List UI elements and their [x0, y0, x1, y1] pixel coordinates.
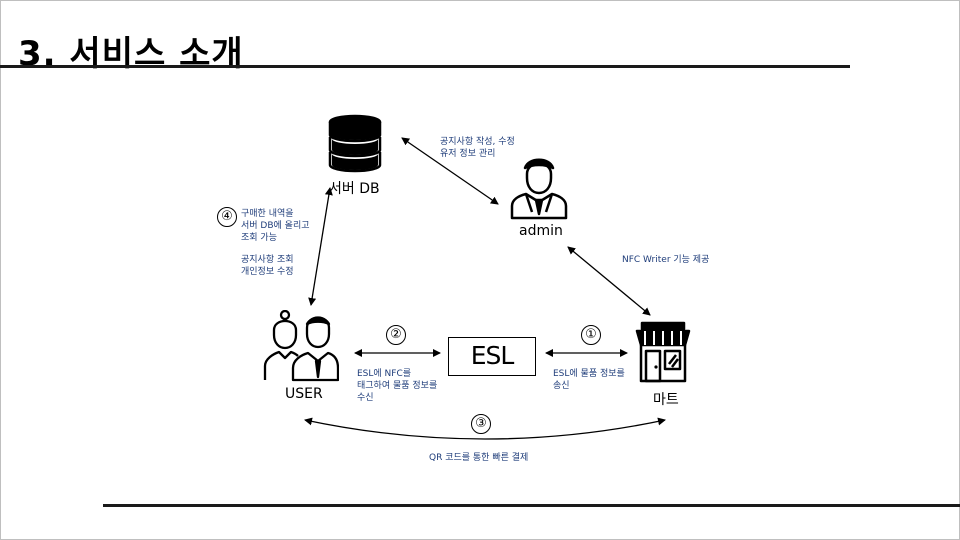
users-icon: [263, 309, 340, 386]
user-label: USER: [285, 386, 323, 402]
note-esl-mart: ESL에 물품 정보를 송신: [553, 369, 625, 391]
step-3-badge: ③: [471, 414, 491, 434]
note-payment: QR 코드를 통한 빠른 결제: [429, 453, 529, 463]
esl-node: ESL: [448, 337, 536, 376]
note-user-db-purchase: 구매한 내역을 서버 DB에 올리고 조회 가능: [241, 209, 310, 243]
user-mart-curve-arrow: [304, 417, 666, 440]
footer-divider: [103, 504, 960, 507]
admin-label: admin: [519, 223, 563, 239]
step-2-badge: ②: [386, 325, 406, 345]
admin-mart-arrow: [567, 246, 651, 316]
step-4-badge: ④: [217, 207, 237, 227]
store-icon: [632, 321, 694, 387]
admin-user-icon: [508, 154, 570, 224]
db-admin-arrow: [401, 137, 499, 205]
mart-label: 마트: [653, 392, 679, 408]
note-db-admin: 공지사항 작성, 수정 유저 정보 관리: [440, 137, 515, 159]
esl-label: ESL: [470, 341, 515, 370]
server-db-label: 서버 DB: [329, 181, 380, 197]
note-user-db-notice: 공지사항 조회 개인정보 수정: [241, 255, 294, 277]
title-underline: [0, 65, 850, 68]
database-icon: [325, 113, 385, 177]
step-1-badge: ①: [581, 325, 601, 345]
db-user-arrow: [308, 187, 333, 306]
note-admin-mart: NFC Writer 기능 제공: [622, 255, 710, 265]
note-user-esl: ESL에 NFC를 태그하여 물품 정보를 수신: [357, 369, 438, 403]
